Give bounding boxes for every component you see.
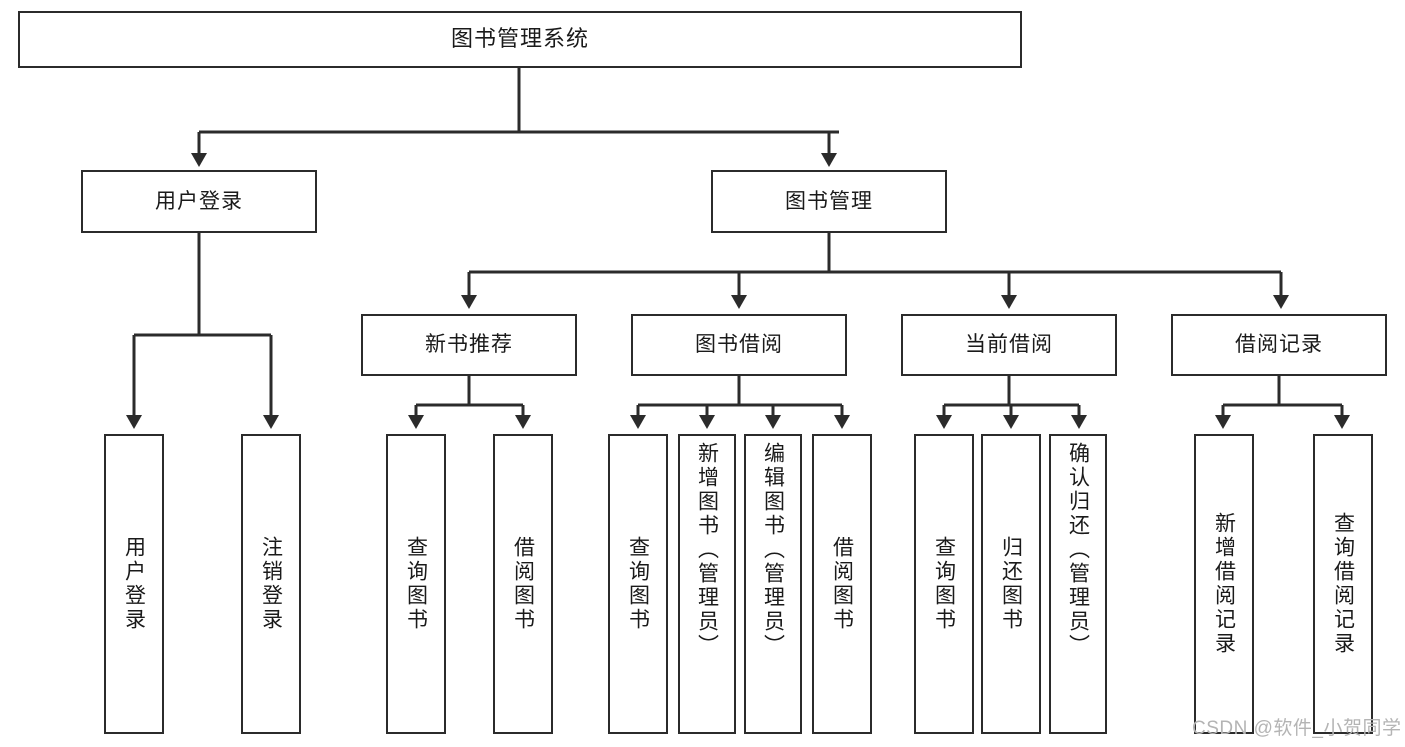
leaf-borrow-edit-book-label: 编辑图书（管理员）: [761, 442, 785, 658]
leaf-record-query-record-label: 查询借阅记录: [1331, 512, 1355, 656]
leaf-recommend-query-book-label: 查询图书: [404, 536, 428, 632]
node-book-management-label: 图书管理: [785, 189, 873, 213]
node-user-login[interactable]: 用户登录: [81, 170, 317, 233]
leaf-recommend-borrow-book[interactable]: 借阅图书: [493, 434, 553, 734]
leaf-user-login-logout-label: 注销登录: [259, 536, 283, 632]
leaf-current-confirm-return-label: 确认归还（管理员）: [1066, 442, 1090, 658]
csdn-watermark: CSDN @软件_小贺同学: [1192, 718, 1402, 739]
node-current-borrow-label: 当前借阅: [965, 333, 1053, 357]
leaf-current-query-book[interactable]: 查询图书: [914, 434, 974, 734]
leaf-borrow-query-book[interactable]: 查询图书: [608, 434, 668, 734]
leaf-user-login-login[interactable]: 用户登录: [104, 434, 164, 734]
leaf-user-login-logout[interactable]: 注销登录: [241, 434, 301, 734]
node-new-book-recommend-label: 新书推荐: [425, 333, 513, 357]
leaf-current-return-book[interactable]: 归还图书: [981, 434, 1041, 734]
leaf-record-add-record-label: 新增借阅记录: [1212, 512, 1236, 656]
node-book-borrow[interactable]: 图书借阅: [631, 314, 847, 376]
leaf-current-confirm-return[interactable]: 确认归还（管理员）: [1049, 434, 1107, 734]
node-current-borrow[interactable]: 当前借阅: [901, 314, 1117, 376]
node-borrow-record-label: 借阅记录: [1235, 333, 1323, 357]
leaf-current-query-book-label: 查询图书: [932, 536, 956, 632]
leaf-borrow-query-book-label: 查询图书: [626, 536, 650, 632]
node-user-login-label: 用户登录: [155, 189, 243, 213]
leaf-borrow-borrow-book-label: 借阅图书: [830, 536, 854, 632]
leaf-recommend-borrow-book-label: 借阅图书: [511, 536, 535, 632]
node-borrow-record[interactable]: 借阅记录: [1171, 314, 1387, 376]
leaf-record-query-record[interactable]: 查询借阅记录: [1313, 434, 1373, 734]
leaf-borrow-add-book[interactable]: 新增图书（管理员）: [678, 434, 736, 734]
leaf-borrow-add-book-label: 新增图书（管理员）: [695, 442, 719, 658]
leaf-user-login-login-label: 用户登录: [122, 536, 146, 632]
leaf-borrow-edit-book[interactable]: 编辑图书（管理员）: [744, 434, 802, 734]
node-new-book-recommend[interactable]: 新书推荐: [361, 314, 577, 376]
node-root-system-label: 图书管理系统: [450, 26, 589, 52]
leaf-record-add-record[interactable]: 新增借阅记录: [1194, 434, 1254, 734]
leaf-current-return-book-label: 归还图书: [999, 536, 1023, 632]
leaf-borrow-borrow-book[interactable]: 借阅图书: [812, 434, 872, 734]
node-book-management[interactable]: 图书管理: [711, 170, 947, 233]
node-book-borrow-label: 图书借阅: [695, 333, 783, 357]
node-root-system[interactable]: 图书管理系统: [18, 11, 1022, 68]
leaf-recommend-query-book[interactable]: 查询图书: [386, 434, 446, 734]
